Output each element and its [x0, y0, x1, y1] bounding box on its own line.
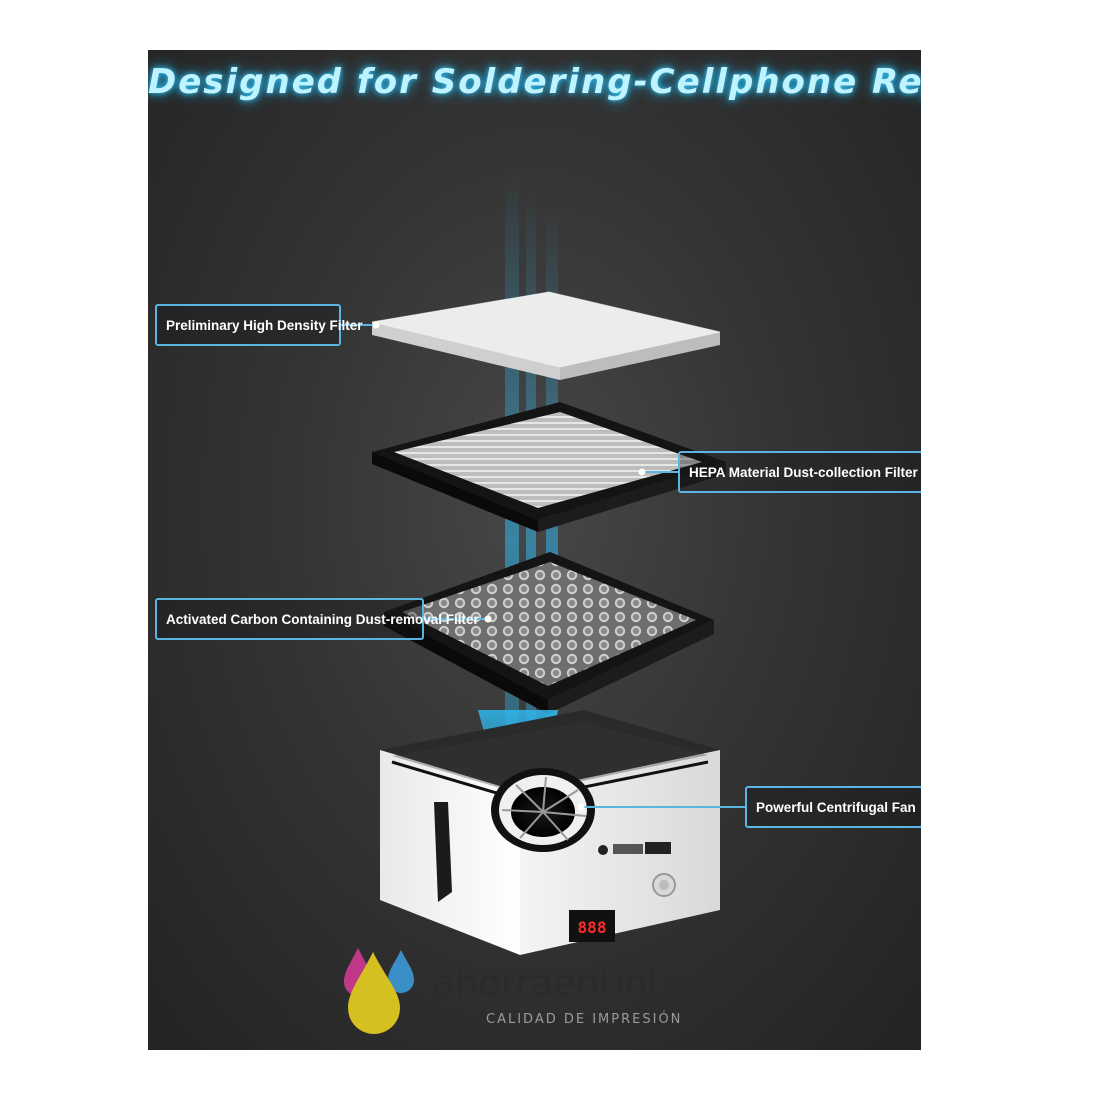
callout-label: Activated Carbon Containing Dust-removal…	[166, 611, 479, 627]
watermark-tagline: CALIDAD DE IMPRESIÓN	[486, 1012, 683, 1027]
callout-label: Powerful Centrifugal Fan	[756, 799, 916, 815]
callout-carbon-filter: Activated Carbon Containing Dust-removal…	[155, 598, 479, 640]
fume-extractor-unit	[380, 710, 720, 955]
callout-label: Preliminary High Density Filter	[166, 317, 363, 333]
callout-label: HEPA Material Dust-collection Filter	[689, 464, 918, 480]
watermark-brand: ahorraentinta	[432, 962, 685, 1005]
watermark-logo	[344, 948, 414, 1034]
speed-knob	[652, 873, 676, 897]
product-panel: 888 Designed for Soldering-Cellphone Rep…	[148, 50, 921, 1050]
digital-display: 888	[569, 910, 615, 942]
callout-centrifugal-fan: Powerful Centrifugal Fan	[745, 786, 921, 828]
centrifugal-fan	[491, 768, 595, 852]
page-title: Designed for Soldering-Cellphone Repair	[148, 62, 921, 102]
callout-hepa-filter: HEPA Material Dust-collection Filter	[678, 451, 921, 493]
display-readout: 888	[578, 918, 607, 937]
callout-dots	[372, 321, 646, 811]
preliminary-filter	[371, 291, 721, 380]
product-illustration: 888	[341, 170, 745, 1034]
callout-preliminary-filter: Preliminary High Density Filter	[155, 304, 363, 346]
hepa-filter	[372, 402, 726, 532]
carbon-filter	[384, 552, 714, 714]
callout-leaders	[341, 324, 745, 808]
unit-logo	[598, 842, 671, 855]
